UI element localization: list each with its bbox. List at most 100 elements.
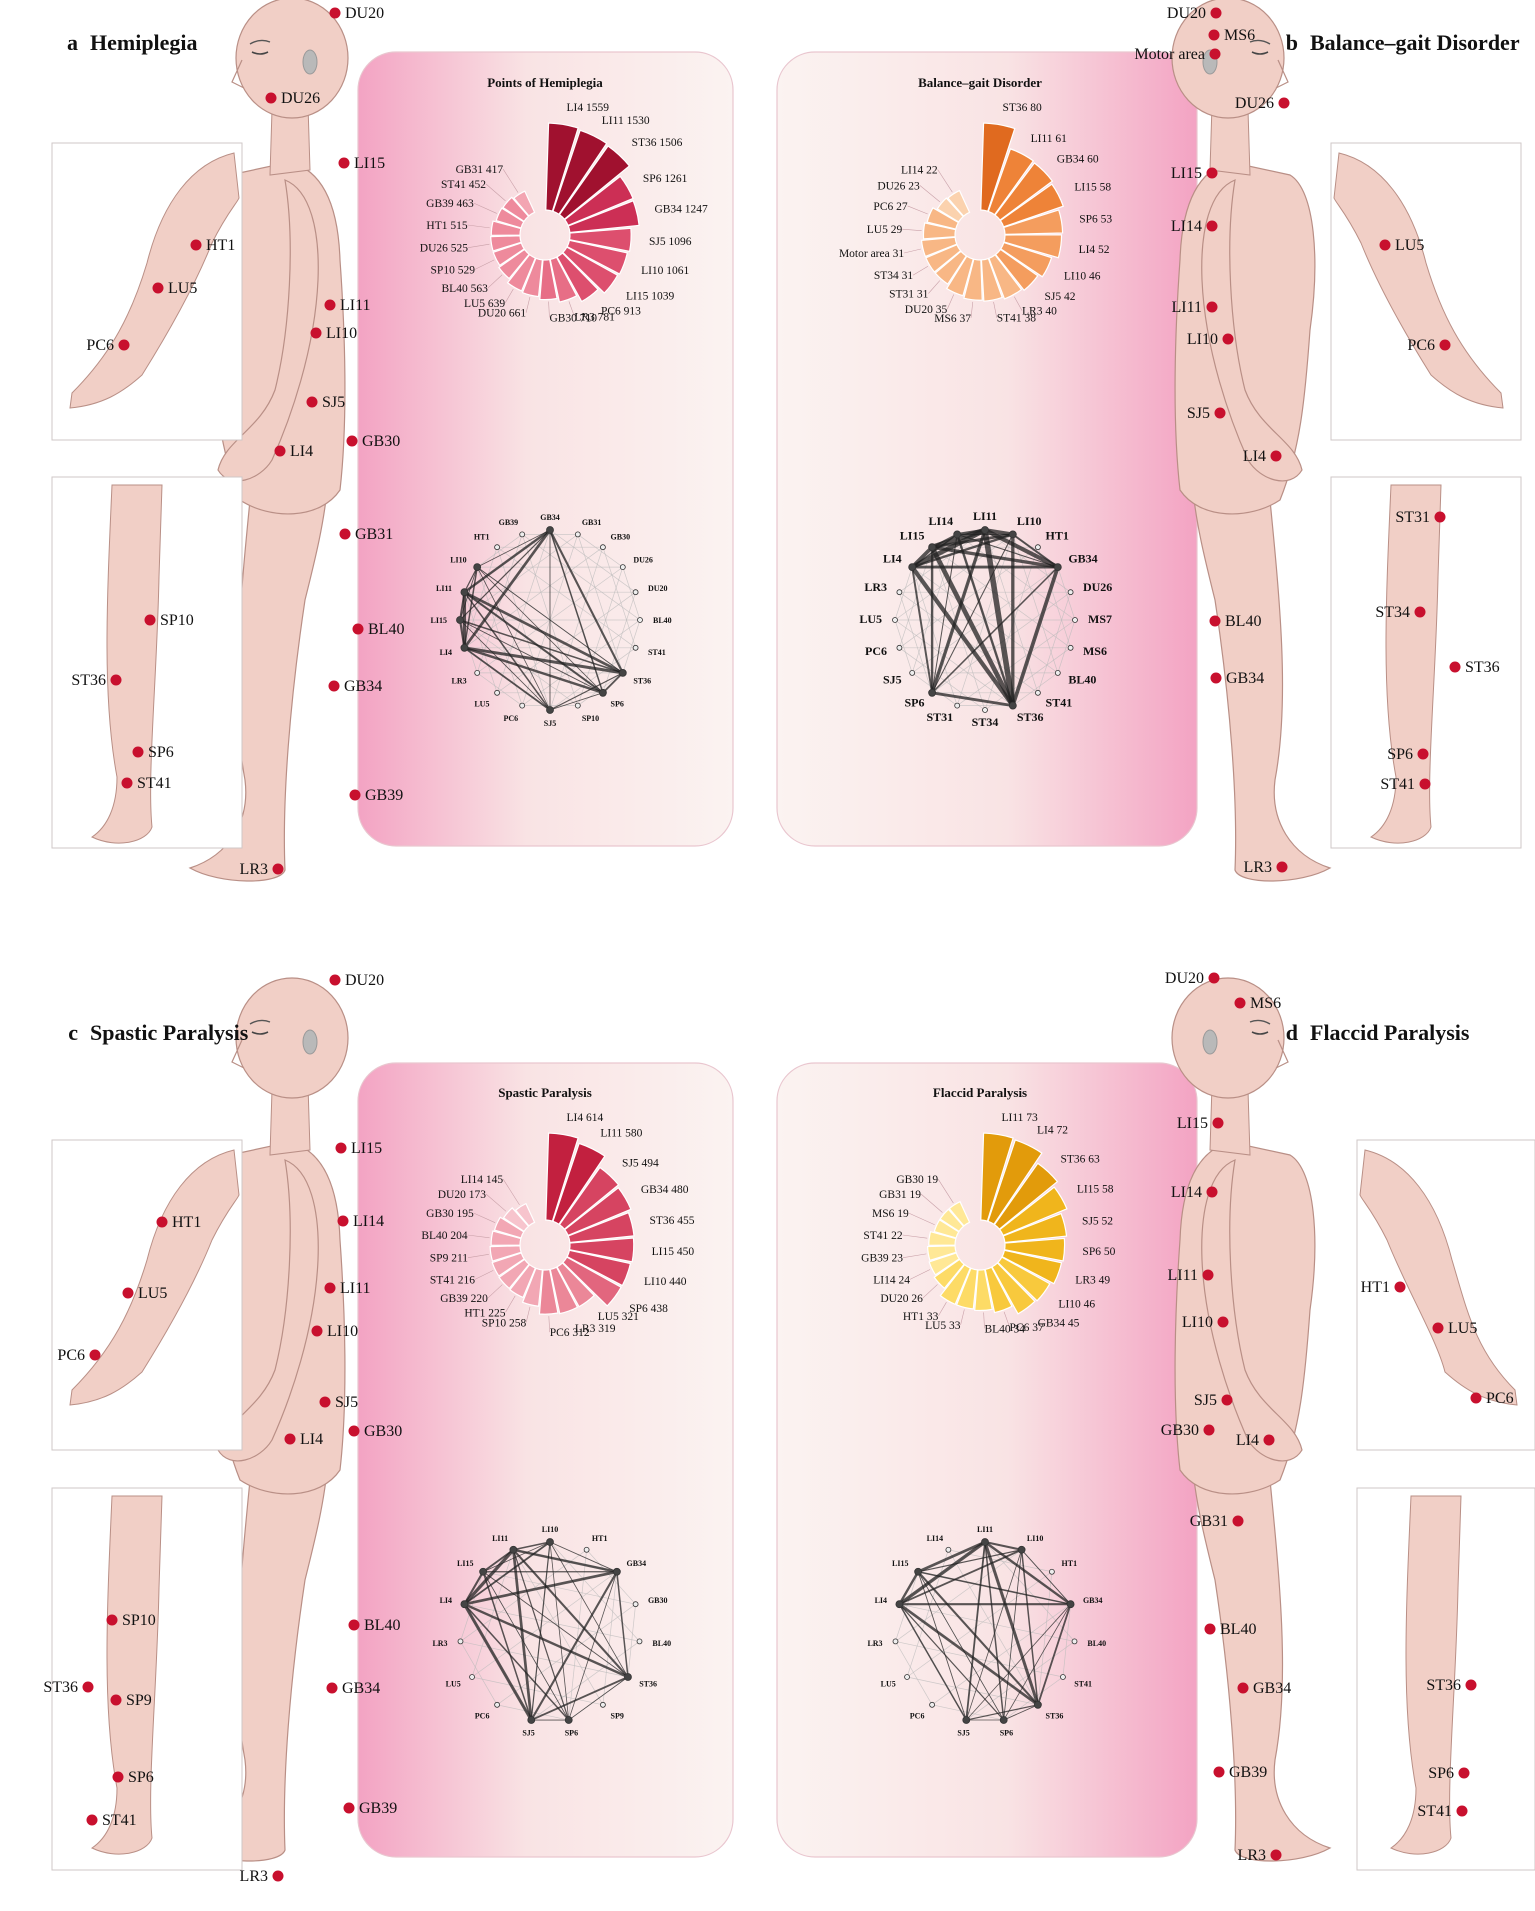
acupoint-label: LR3 bbox=[240, 861, 268, 878]
rose-label: GB39 463 bbox=[426, 198, 474, 210]
rose-leader bbox=[487, 274, 503, 289]
network-edge bbox=[513, 1549, 604, 1705]
network-node-label: PC6 bbox=[503, 714, 518, 723]
closed-eye-icon bbox=[251, 51, 269, 55]
network-node bbox=[1067, 644, 1074, 651]
rose-label: SJ5 42 bbox=[1045, 291, 1076, 303]
network-node bbox=[1060, 1674, 1066, 1680]
rose-label: LI14 145 bbox=[461, 1174, 504, 1186]
rose-leader bbox=[467, 1253, 489, 1259]
network-node-label: ST41 bbox=[648, 648, 666, 657]
acupoint-dot bbox=[1263, 1434, 1275, 1446]
network-edge bbox=[496, 591, 636, 694]
network-node-label: SP9 bbox=[611, 1711, 624, 1720]
rose-leader bbox=[474, 259, 495, 270]
rose-bar bbox=[997, 1256, 1051, 1302]
network-edge bbox=[549, 672, 624, 711]
eyebrow-shape bbox=[249, 1019, 271, 1025]
acupoint-label: SP6 bbox=[1428, 1765, 1454, 1782]
network-node-label: LI4 bbox=[440, 648, 452, 657]
rose-label: LI4 52 bbox=[1079, 244, 1110, 256]
rose-label: GB34 1247 bbox=[654, 204, 708, 216]
panel-title-text: Balance–gait Disorder bbox=[1310, 30, 1520, 55]
acupoint-dot bbox=[324, 299, 336, 311]
rose-bar bbox=[552, 129, 608, 216]
acupoint-dot bbox=[1237, 1682, 1249, 1694]
acupoint-label: SJ5 bbox=[1194, 1392, 1217, 1409]
network-edge bbox=[463, 529, 551, 594]
network-node-label: SJ5 bbox=[544, 719, 556, 728]
rose-label: DU26 23 bbox=[877, 180, 920, 192]
network-edge bbox=[549, 1541, 629, 1678]
acupoint-dot bbox=[1204, 1623, 1216, 1635]
network-node bbox=[618, 669, 627, 677]
acupoint-dot bbox=[1209, 48, 1221, 60]
acupoint-label: LI10 bbox=[326, 325, 357, 342]
network-node bbox=[469, 1674, 475, 1680]
network-edge bbox=[476, 672, 523, 706]
rose-bar bbox=[492, 242, 526, 267]
acupoint-dot bbox=[349, 789, 361, 801]
network-node bbox=[892, 617, 898, 623]
network-node-label: LI4 bbox=[883, 551, 902, 565]
rose-label: LR3 319 bbox=[575, 1323, 616, 1335]
arm-inset-shape bbox=[69, 152, 240, 409]
network-node bbox=[632, 589, 639, 596]
cooccurrence-network: GB34GB31GB30DU26DU20BL40ST41ST36SP6SP10S… bbox=[431, 513, 672, 728]
rose-leader bbox=[902, 228, 922, 231]
network-edge bbox=[906, 1676, 1038, 1706]
network-edge bbox=[482, 1571, 533, 1721]
arm-inset-shape bbox=[1359, 1149, 1518, 1406]
acupoint-label: ST36 bbox=[1465, 659, 1500, 676]
rose-bar bbox=[980, 257, 1003, 302]
network-edge bbox=[965, 1603, 1071, 1721]
network-node-label: HT1 bbox=[1046, 529, 1069, 543]
panel-letter: a bbox=[67, 30, 78, 55]
acupoint-dot bbox=[339, 528, 351, 540]
network-node bbox=[999, 1716, 1008, 1724]
acupoint-label: LU5 bbox=[138, 1285, 167, 1302]
acupoint-label: BL40 bbox=[1220, 1621, 1256, 1638]
network-edge bbox=[984, 528, 1014, 537]
rose-bar bbox=[502, 1207, 530, 1233]
rose-bar bbox=[1003, 1237, 1066, 1262]
network-node bbox=[600, 1701, 606, 1708]
network-edge bbox=[984, 1540, 1022, 1551]
network-node-label: LI15 bbox=[431, 616, 447, 625]
rose-leader bbox=[937, 1178, 954, 1204]
closed-eye-icon bbox=[1251, 1031, 1269, 1035]
rose-label: LI15 58 bbox=[1077, 1183, 1114, 1195]
network-edge bbox=[956, 534, 1076, 621]
network-edge bbox=[917, 1571, 1005, 1721]
acupoint-label: LI11 bbox=[340, 297, 371, 314]
network-node bbox=[574, 531, 581, 538]
acupoint-label: LU5 bbox=[1448, 1320, 1477, 1337]
network-edge bbox=[577, 672, 624, 706]
acupoint-label: LU5 bbox=[1395, 237, 1424, 254]
acupoint-label: LR3 bbox=[1238, 1847, 1266, 1864]
acupoint-dot bbox=[1217, 1316, 1229, 1328]
network-node-label: DU26 bbox=[633, 555, 653, 564]
network-node bbox=[632, 644, 639, 651]
network-edge bbox=[513, 1548, 618, 1573]
rose-label: ST36 455 bbox=[649, 1215, 694, 1227]
network-node-label: MS6 bbox=[1083, 644, 1107, 658]
acupoint-label: SP6 bbox=[148, 744, 174, 761]
acupoint-label: BL40 bbox=[1225, 613, 1261, 630]
network-edge bbox=[476, 566, 523, 706]
panel-title-text: Spastic Paralysis bbox=[90, 1020, 249, 1045]
acupoint-dot bbox=[1232, 1515, 1244, 1527]
acupoint-label: ST41 bbox=[1417, 1803, 1452, 1820]
rose-bar bbox=[998, 1186, 1068, 1237]
rose-label: LI15 58 bbox=[1074, 182, 1111, 194]
rose-leader bbox=[568, 301, 575, 317]
network-node bbox=[1072, 617, 1078, 623]
arm-shape bbox=[1201, 179, 1303, 482]
network-node-label: DU26 bbox=[1083, 580, 1112, 594]
acupoint-dot bbox=[190, 239, 202, 251]
network-node bbox=[460, 1600, 469, 1609]
rose-label: GB39 23 bbox=[861, 1253, 903, 1265]
network-edge bbox=[1012, 672, 1059, 706]
